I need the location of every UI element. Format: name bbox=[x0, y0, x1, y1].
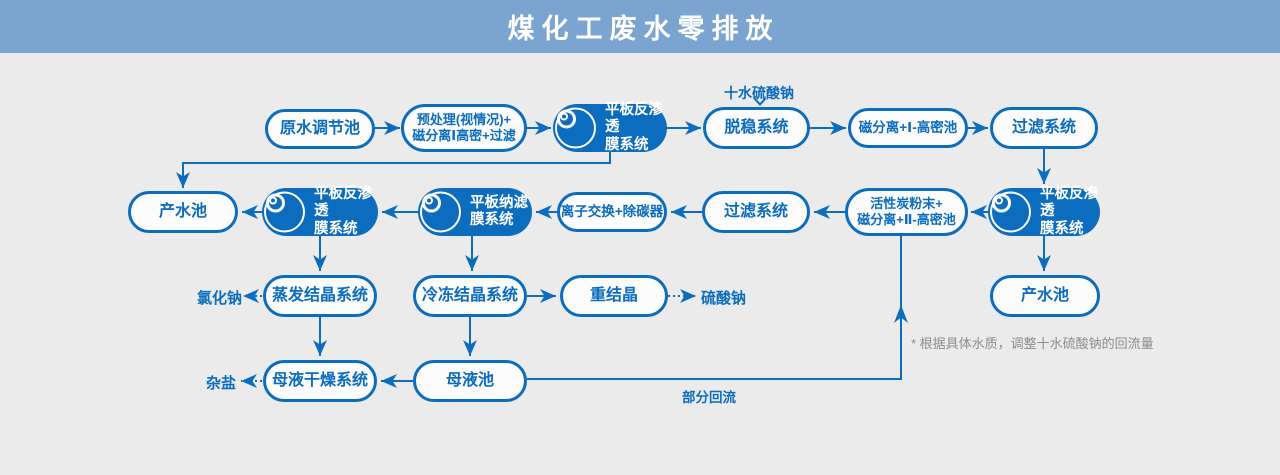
node-raw-water-adjust-tank: 原水调节池 bbox=[265, 109, 375, 149]
node-label: 过滤系统 bbox=[723, 203, 788, 221]
node-label-line1: 平板反渗透 bbox=[605, 101, 663, 136]
arrow-ro1-to-productwater1 bbox=[176, 152, 611, 188]
node-label: 母液池 bbox=[445, 372, 494, 390]
node-flat-ro-membrane-system-3: 平板反渗透膜系统 bbox=[988, 185, 1100, 237]
node-label: 过滤系统 bbox=[1011, 119, 1076, 137]
node-label: 重结晶 bbox=[589, 287, 638, 305]
label-sodium-sulfate: 硫酸钠 bbox=[701, 290, 747, 307]
node-label: 离子交换+除碳器 bbox=[560, 203, 664, 219]
node-label-line2: 膜系统 bbox=[1040, 220, 1084, 237]
title-bar: 煤化工废水零排放 bbox=[0, 0, 1280, 53]
node-filtration-system-1: 过滤系统 bbox=[990, 107, 1098, 149]
membrane-module-icon bbox=[264, 191, 305, 233]
label-partial-reflux: 部分回流 bbox=[682, 390, 736, 405]
node-label: 原水调节池 bbox=[279, 120, 360, 138]
page-title: 煤化工废水零排放 bbox=[507, 14, 780, 44]
label-sodium-sulfate-decahydrate: 十水硫酸钠 bbox=[724, 85, 794, 101]
node-flat-nanofiltration-membrane-system: 平板纳滤膜系统 bbox=[418, 188, 532, 236]
node-pretreatment: 预处理(视情况)+磁分离Ⅰ高密+过滤 bbox=[401, 104, 527, 152]
node-mother-liquor-drying-system: 母液干燥系统 bbox=[263, 360, 377, 402]
node-magnetic-separation-high-density-1: 磁分离+Ⅰ-高密池 bbox=[848, 108, 968, 148]
footnote-text: * 根据具体水质，调整十水硫酸钠的回流量 bbox=[911, 336, 1154, 351]
node-freezing-crystallization-system: 冷冻结晶系统 bbox=[413, 275, 527, 317]
node-label-line2: 膜系统 bbox=[470, 212, 514, 228]
node-label-line1: 活性炭粉末+ bbox=[870, 195, 943, 211]
node-label: 产水池 bbox=[158, 203, 207, 221]
node-label-line2: 磁分离Ⅰ高密+过滤 bbox=[412, 128, 516, 143]
label-miscellaneous-salt: 杂盐 bbox=[206, 375, 237, 392]
reflux-up-arrowhead-icon bbox=[894, 305, 908, 323]
node-label-line1: 平板反渗透 bbox=[314, 185, 372, 220]
node-label: 母液干燥系统 bbox=[271, 372, 368, 390]
node-evaporation-crystallization-system: 蒸发结晶系统 bbox=[263, 275, 377, 317]
node-label: 冷冻结晶系统 bbox=[421, 287, 518, 305]
node-product-water-tank-1: 产水池 bbox=[128, 191, 238, 233]
node-product-water-tank-2: 产水池 bbox=[990, 275, 1100, 317]
membrane-module-icon bbox=[555, 107, 596, 149]
membrane-module-icon bbox=[990, 191, 1031, 233]
node-flat-ro-membrane-system-2: 平板反渗透膜系统 bbox=[262, 185, 378, 237]
node-label-line1: 平板反渗透 bbox=[1040, 185, 1098, 220]
node-label: 磁分离+Ⅰ-高密池 bbox=[858, 119, 958, 135]
node-flat-ro-membrane-system-1: 平板反渗透膜系统 bbox=[553, 101, 667, 153]
node-label-line1: 预处理(视情况)+ bbox=[416, 111, 512, 127]
node-activated-carbon-magnetic-separation-2: 活性炭粉末+磁分离+Ⅱ-高密池 bbox=[845, 188, 968, 236]
node-ion-exchange-decarbonizer: 离子交换+除碳器 bbox=[557, 192, 667, 232]
node-mother-liquor-tank: 母液池 bbox=[413, 360, 527, 402]
node-label-line2: 磁分离+Ⅱ-高密池 bbox=[857, 212, 956, 227]
flow-diagram: 原水调节池 预处理(视情况)+磁分离Ⅰ高密+过滤 平板反渗透膜系统 脱稳系统 磁… bbox=[0, 53, 1280, 475]
node-label-line2: 膜系统 bbox=[605, 136, 649, 153]
node-label-line2: 膜系统 bbox=[314, 220, 358, 237]
membrane-module-icon bbox=[420, 191, 461, 233]
node-destabilization-system: 脱稳系统 bbox=[703, 107, 810, 149]
node-filtration-system-2: 过滤系统 bbox=[702, 191, 810, 233]
node-recrystallization: 重结晶 bbox=[560, 275, 668, 317]
node-label: 产水池 bbox=[1020, 287, 1069, 305]
node-label: 脱稳系统 bbox=[724, 119, 789, 137]
label-sodium-chloride: 氯化钠 bbox=[197, 290, 243, 307]
node-label: 蒸发结晶系统 bbox=[271, 287, 368, 305]
node-label-line1: 平板纳滤 bbox=[470, 194, 528, 211]
